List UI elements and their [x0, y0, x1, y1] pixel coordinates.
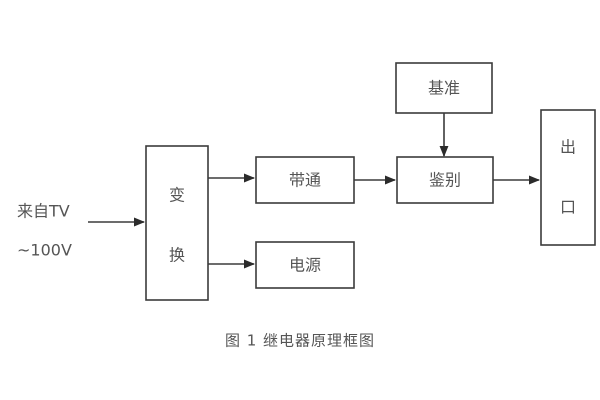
block-output[interactable]: 出 口: [540, 109, 596, 246]
block-power[interactable]: 电源: [255, 241, 355, 289]
block-convert-label-line1: 变: [169, 186, 185, 205]
block-bandpass-rect[interactable]: [255, 156, 355, 204]
block-output-label-line1: 出: [560, 138, 576, 157]
block-discriminate-label: 鉴别: [429, 171, 461, 190]
block-discriminate[interactable]: 鉴别: [396, 156, 494, 204]
block-bandpass[interactable]: 带通: [255, 156, 355, 204]
figure-caption: 图 1 继电器原理框图: [225, 332, 375, 350]
source-label-line2: ~100V: [17, 241, 72, 260]
connectors: [88, 113, 541, 269]
block-output-rect[interactable]: [540, 109, 596, 246]
block-reference-label: 基准: [428, 79, 460, 98]
block-reference[interactable]: 基准: [395, 62, 493, 114]
block-power-rect[interactable]: [255, 241, 355, 289]
block-reference-rect[interactable]: [395, 62, 493, 114]
source-label: 来自TV ~100V: [17, 202, 72, 260]
block-convert[interactable]: 变 换: [145, 145, 209, 301]
block-convert-label-line2: 换: [169, 246, 185, 265]
block-output-label-line2: 口: [560, 198, 576, 217]
block-discriminate-rect[interactable]: [396, 156, 494, 204]
source-label-line1: 来自TV: [17, 202, 70, 221]
block-bandpass-label: 带通: [289, 171, 321, 190]
block-convert-rect[interactable]: [145, 145, 209, 301]
block-power-label: 电源: [289, 256, 321, 275]
